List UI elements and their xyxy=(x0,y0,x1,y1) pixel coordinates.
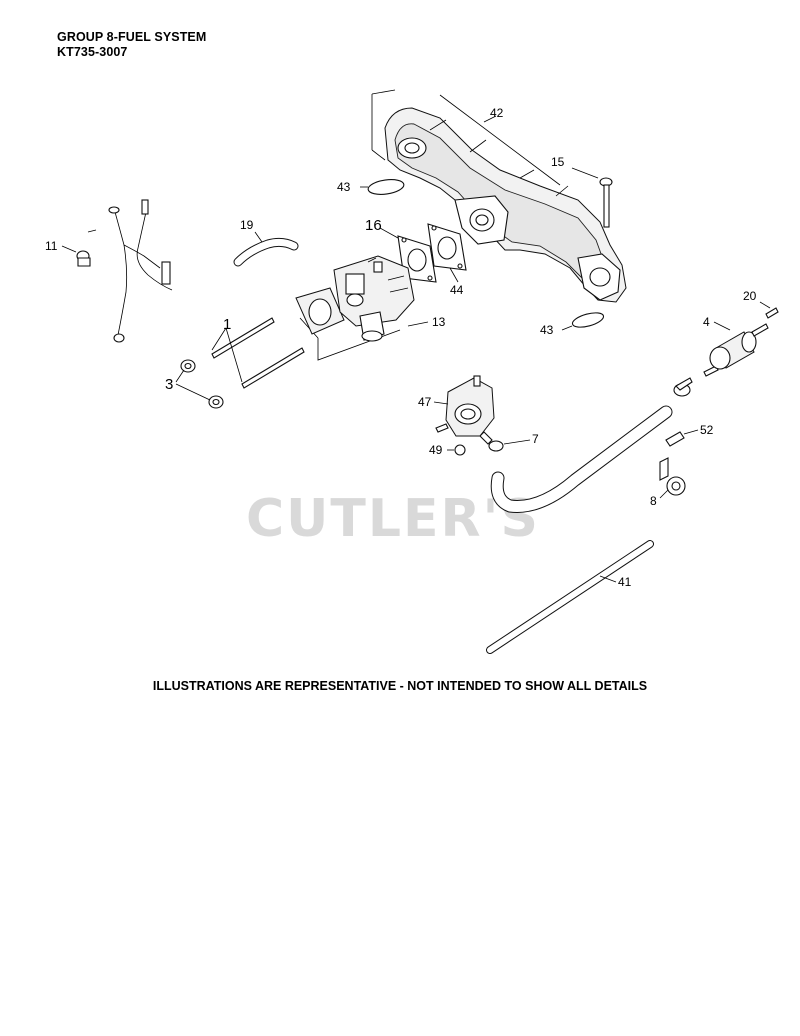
callout-1: 1 xyxy=(223,316,231,333)
disclaimer-text: ILLUSTRATIONS ARE REPRESENTATIVE - NOT I… xyxy=(152,679,648,693)
callout-13: 13 xyxy=(432,315,446,329)
part-nuts xyxy=(175,359,224,409)
callout-47: 47 xyxy=(418,395,432,409)
callout-19: 19 xyxy=(240,218,254,232)
part-intake-manifold xyxy=(371,89,627,303)
callout-43-upper: 43 xyxy=(337,180,351,194)
callout-42: 42 xyxy=(490,106,504,120)
part-fitting-20 xyxy=(759,301,779,319)
part-carburetor xyxy=(295,255,429,361)
callout-4: 4 xyxy=(703,315,710,329)
part-gasket-44 xyxy=(427,223,467,283)
callout-15: 15 xyxy=(551,155,565,169)
part-studs xyxy=(211,317,305,389)
part-fitting-49 xyxy=(447,444,466,456)
callout-16: 16 xyxy=(365,217,382,234)
part-fuel-hose-long xyxy=(490,405,673,513)
part-hose-clip-8 xyxy=(659,457,686,499)
callout-7: 7 xyxy=(532,432,539,446)
callout-52: 52 xyxy=(700,423,714,437)
callout-11: 11 xyxy=(45,239,58,253)
callout-49: 49 xyxy=(429,443,443,457)
part-fuel-line-41 xyxy=(486,540,654,654)
part-fuel-hose-short xyxy=(233,231,299,267)
part-fuel-filter xyxy=(703,321,769,377)
callout-3: 3 xyxy=(165,376,173,393)
diagram-group-title: GROUP 8-FUEL SYSTEM xyxy=(57,30,207,44)
part-wiring-harness xyxy=(61,199,173,343)
part-hose-clamp-7 xyxy=(488,439,531,452)
part-hose-clamp-filter xyxy=(673,377,693,397)
callout-43-lower: 43 xyxy=(540,323,554,337)
callout-20: 20 xyxy=(743,289,757,303)
part-manifold-bolt xyxy=(571,167,613,228)
model-number: KT735-3007 xyxy=(57,45,128,59)
part-o-ring-upper xyxy=(360,179,405,195)
part-fuel-pump xyxy=(433,375,495,445)
part-o-ring-lower xyxy=(561,312,605,331)
callout-8: 8 xyxy=(650,494,657,508)
part-fitting-52 xyxy=(665,429,699,447)
callout-41: 41 xyxy=(618,575,632,589)
callout-44: 44 xyxy=(450,283,464,297)
watermark-text: CUTLER'S xyxy=(246,489,540,549)
